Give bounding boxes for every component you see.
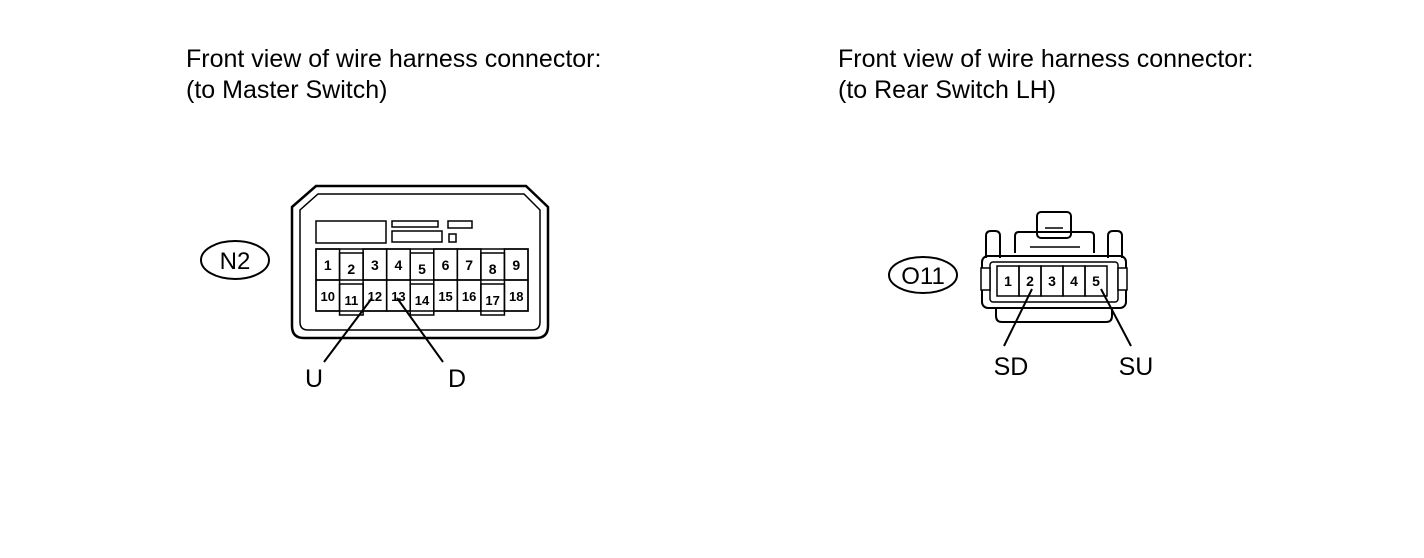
pin-grid-cells xyxy=(315,248,529,316)
signal-label-u: U xyxy=(305,365,323,393)
key-slot-lower xyxy=(391,230,443,243)
signal-label-sd: SD xyxy=(994,353,1029,381)
pin-label-3: 3 xyxy=(371,257,379,273)
pin-cell-18 xyxy=(503,279,529,312)
connector-left-post xyxy=(985,230,1001,258)
pin-label-14: 14 xyxy=(415,293,430,308)
connector-right-post xyxy=(1107,230,1123,258)
pin-cell-5 xyxy=(1084,265,1108,297)
pin-label-7: 7 xyxy=(465,257,473,273)
connector-top-shoulder xyxy=(1014,231,1095,253)
pin-label-18: 18 xyxy=(509,289,523,304)
connector-bottom-skirt xyxy=(995,308,1113,323)
connector-right-tab xyxy=(1117,267,1128,291)
pin-row-cells xyxy=(996,265,1108,297)
pin-label-3: 3 xyxy=(1048,273,1056,289)
pin-label-17: 17 xyxy=(485,293,499,308)
pin-label-16: 16 xyxy=(462,289,476,304)
pin-label-2: 2 xyxy=(1026,273,1034,289)
pin-label-2: 2 xyxy=(347,261,355,277)
pin-label-1: 1 xyxy=(324,257,332,273)
pin-label-13: 13 xyxy=(391,289,405,304)
pin-label-1: 1 xyxy=(1004,273,1012,289)
pin-label-15: 15 xyxy=(438,289,452,304)
leader-line-su xyxy=(1100,288,1132,347)
pin-label-4: 4 xyxy=(1070,273,1078,289)
key-slot-large xyxy=(315,220,387,244)
pin-label-5: 5 xyxy=(418,261,426,277)
key-slot-upper xyxy=(391,220,439,228)
pin-label-5: 5 xyxy=(1092,273,1100,289)
connector-tag-label: N2 xyxy=(220,248,251,275)
left-caption-line1: Front view of wire harness connector: xyxy=(186,45,602,73)
connector-inner-housing xyxy=(299,193,541,331)
pin-label-11: 11 xyxy=(344,293,358,308)
signal-label-su: SU xyxy=(1119,353,1154,381)
right-caption: Front view of wire harness connector: (t… xyxy=(838,44,1253,106)
pin-label-6: 6 xyxy=(442,257,450,273)
right-caption-line1: Front view of wire harness connector: xyxy=(838,45,1254,73)
leader-line-u xyxy=(323,297,373,363)
right-caption-line2: (to Rear Switch LH) xyxy=(838,76,1057,104)
pin-label-4: 4 xyxy=(395,257,403,273)
pin-label-8: 8 xyxy=(489,261,497,277)
connector-tag-oval xyxy=(200,240,270,280)
connector-left-tab xyxy=(980,267,991,291)
signal-label-d: D xyxy=(448,365,466,393)
pin-label-10: 10 xyxy=(321,289,335,304)
pin-label-9: 9 xyxy=(512,257,520,273)
leader-line-sd xyxy=(1003,288,1033,347)
connector-tag-oval xyxy=(888,256,958,294)
leader-line-d xyxy=(396,297,444,363)
key-slot-small xyxy=(447,220,473,229)
left-caption: Front view of wire harness connector: (t… xyxy=(186,44,601,106)
key-slot-square xyxy=(448,233,457,243)
connector-latch xyxy=(1036,211,1072,239)
left-caption-line2: (to Master Switch) xyxy=(186,76,388,104)
connector-tag-label: O11 xyxy=(901,263,945,290)
connector-outer-housing xyxy=(290,184,550,340)
